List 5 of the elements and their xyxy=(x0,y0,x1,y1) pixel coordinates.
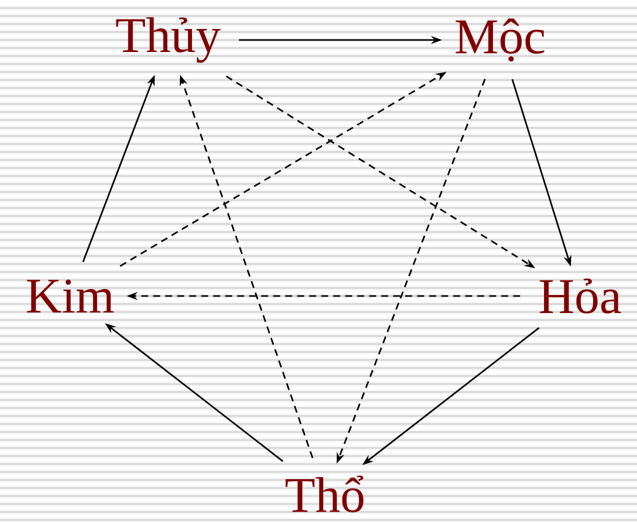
element-label: Thủy xyxy=(116,17,221,63)
element-label: Thổ xyxy=(286,476,364,512)
element-label: Mộc xyxy=(456,18,544,62)
element-label: Kim xyxy=(27,279,114,313)
element-label: Hỏa xyxy=(540,278,621,314)
